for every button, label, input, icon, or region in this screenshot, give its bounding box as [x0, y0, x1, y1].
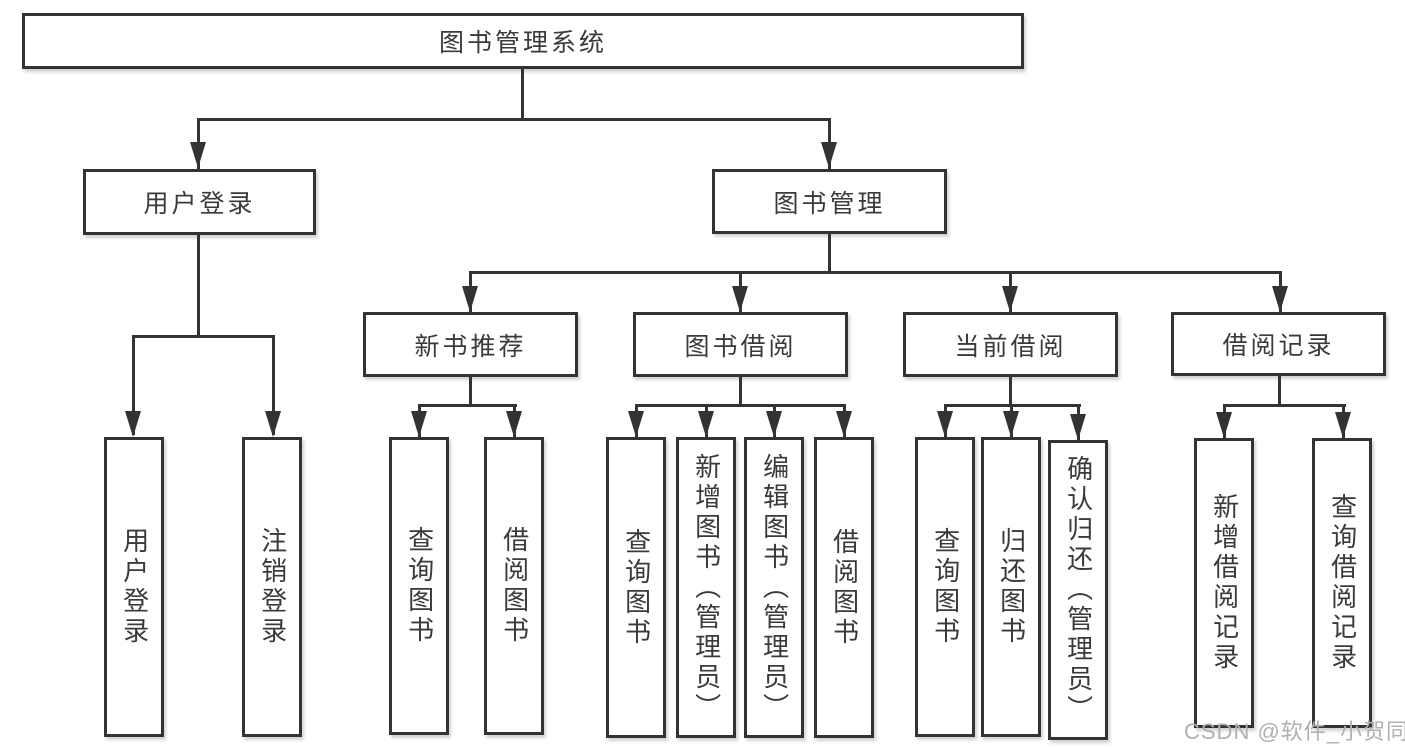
leaf-borrow-books-label: 借阅图书 — [499, 526, 530, 646]
arrow-down-icon — [1070, 414, 1086, 440]
node-root-label: 图书管理系统 — [438, 29, 607, 57]
leaf-query-books: 查询图书 — [389, 437, 449, 735]
arrow-down-icon — [125, 411, 141, 437]
arrow-down-icon — [698, 411, 714, 437]
connector-drop-login-leaf — [132, 335, 135, 435]
leaf-return-book-label: 归还图书 — [996, 527, 1027, 647]
node-book-management: 图书管理 — [712, 169, 947, 234]
arrow-down-icon — [937, 411, 953, 437]
csdn-watermark: CSDN @软件_小贺同学 — [1184, 719, 1405, 744]
leaf-add-book-admin-label: 新增图书（管理员） — [691, 452, 722, 723]
node-user-login: 用户登录 — [83, 169, 316, 235]
node-book-borrow-label: 图书借阅 — [684, 332, 797, 361]
leaf-user-login: 用户登录 — [104, 437, 164, 737]
arrow-down-icon — [628, 411, 644, 437]
connector-level2-rail — [197, 118, 831, 121]
node-book-management-label: 图书管理 — [773, 189, 886, 218]
arrow-down-icon — [836, 411, 852, 437]
node-user-login-label: 用户登录 — [143, 190, 256, 218]
node-book-borrow: 图书借阅 — [633, 312, 848, 377]
leaf-query-books: 查询图书 — [915, 437, 975, 737]
arrow-down-icon — [732, 286, 748, 312]
arrow-down-icon — [1003, 411, 1019, 437]
leaf-logout-label: 注销登录 — [257, 527, 288, 647]
arrow-down-icon — [821, 142, 837, 168]
leaf-borrow-books-label: 借阅图书 — [829, 527, 860, 648]
arrow-down-icon — [506, 411, 522, 437]
node-new-book-recommend: 新书推荐 — [363, 312, 578, 377]
arrow-down-icon — [1272, 286, 1288, 312]
leaf-query-books-label: 查询图书 — [404, 526, 435, 646]
arrow-down-icon — [411, 411, 427, 437]
arrow-down-icon — [766, 411, 782, 437]
connector-new-book-rail — [418, 404, 517, 407]
connector-current-borrow-stem — [1009, 377, 1012, 407]
connector-book-borrow-stem — [739, 377, 742, 407]
leaf-query-borrow-record-label: 查询借阅记录 — [1327, 493, 1358, 673]
arrow-down-icon — [265, 411, 281, 437]
connector-drop-logout-leaf — [272, 335, 275, 435]
leaf-logout: 注销登录 — [242, 437, 302, 737]
leaf-add-book-admin: 新增图书（管理员） — [676, 437, 736, 738]
connector-book-borrow-rail — [635, 404, 846, 407]
leaf-query-books-label: 查询图书 — [930, 527, 961, 647]
leaf-query-books: 查询图书 — [606, 437, 666, 738]
node-current-borrow-label: 当前借阅 — [954, 332, 1067, 361]
connector-borrow-record-stem — [1278, 376, 1281, 407]
node-borrow-record-label: 借阅记录 — [1222, 332, 1335, 360]
connector-borrow-record-rail — [1223, 404, 1346, 407]
node-borrow-record: 借阅记录 — [1171, 312, 1386, 376]
leaf-user-login-label: 用户登录 — [119, 527, 150, 647]
leaf-confirm-return-admin: 确认归还（管理员） — [1048, 440, 1108, 740]
leaf-query-borrow-record: 查询借阅记录 — [1312, 438, 1372, 728]
connector-user-login-stem — [197, 235, 200, 335]
leaf-borrow-books: 借阅图书 — [814, 437, 874, 738]
connector-root-stem — [521, 68, 524, 120]
node-current-borrow: 当前借阅 — [903, 312, 1118, 377]
leaf-confirm-return-admin-label: 确认归还（管理员） — [1063, 455, 1094, 725]
connector-new-book-stem — [469, 377, 472, 407]
leaf-edit-book-admin-label: 编辑图书（管理员） — [759, 452, 790, 723]
leaf-query-books-label: 查询图书 — [621, 527, 652, 648]
arrow-down-icon — [190, 142, 206, 168]
leaf-edit-book-admin: 编辑图书（管理员） — [744, 437, 804, 738]
leaf-add-borrow-record-label: 新增借阅记录 — [1209, 493, 1240, 673]
node-root: 图书管理系统 — [22, 13, 1024, 69]
arrow-down-icon — [1002, 286, 1018, 312]
connector-user-login-rail — [132, 335, 275, 338]
node-new-book-recommend-label: 新书推荐 — [414, 332, 527, 361]
arrow-down-icon — [1216, 412, 1232, 438]
connector-book-management-stem — [828, 234, 831, 274]
arrow-down-icon — [1335, 412, 1351, 438]
leaf-add-borrow-record: 新增借阅记录 — [1194, 438, 1254, 728]
leaf-borrow-books: 借阅图书 — [484, 437, 544, 735]
leaf-return-book: 归还图书 — [981, 437, 1041, 737]
arrow-down-icon — [462, 286, 478, 312]
connector-level3-rail — [469, 271, 1282, 274]
